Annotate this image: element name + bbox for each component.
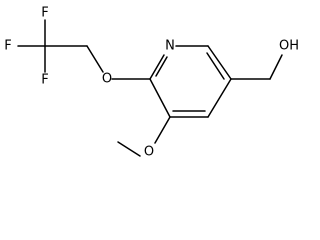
molecule-diagram: F F F O N OH O [4,6,299,160]
bond-c2-c3-double [206,52,225,80]
structure-svg: F F F O N OH O [4,6,299,160]
bond-c3-c4 [207,78,232,118]
atom-oh: OH [279,39,299,54]
bond-ch2-o [86,45,104,73]
atom-n-ring: N [165,39,175,54]
bond-c2-c3 [207,45,232,80]
atom-f-top: F [41,6,48,21]
atom-f-bottom: F [41,73,48,88]
bond-c6-n1 [149,54,165,80]
bond-c5-o-methoxy [154,116,171,144]
bond-c5-c6 [149,78,171,118]
atom-o-ether: O [102,72,112,87]
bond-o-ch3 [117,141,141,157]
atom-f-left: F [4,39,11,54]
bond-c6-n1-double [155,56,168,77]
bond-ch2-oh [269,54,283,80]
atom-o-methoxy: O [144,145,154,160]
